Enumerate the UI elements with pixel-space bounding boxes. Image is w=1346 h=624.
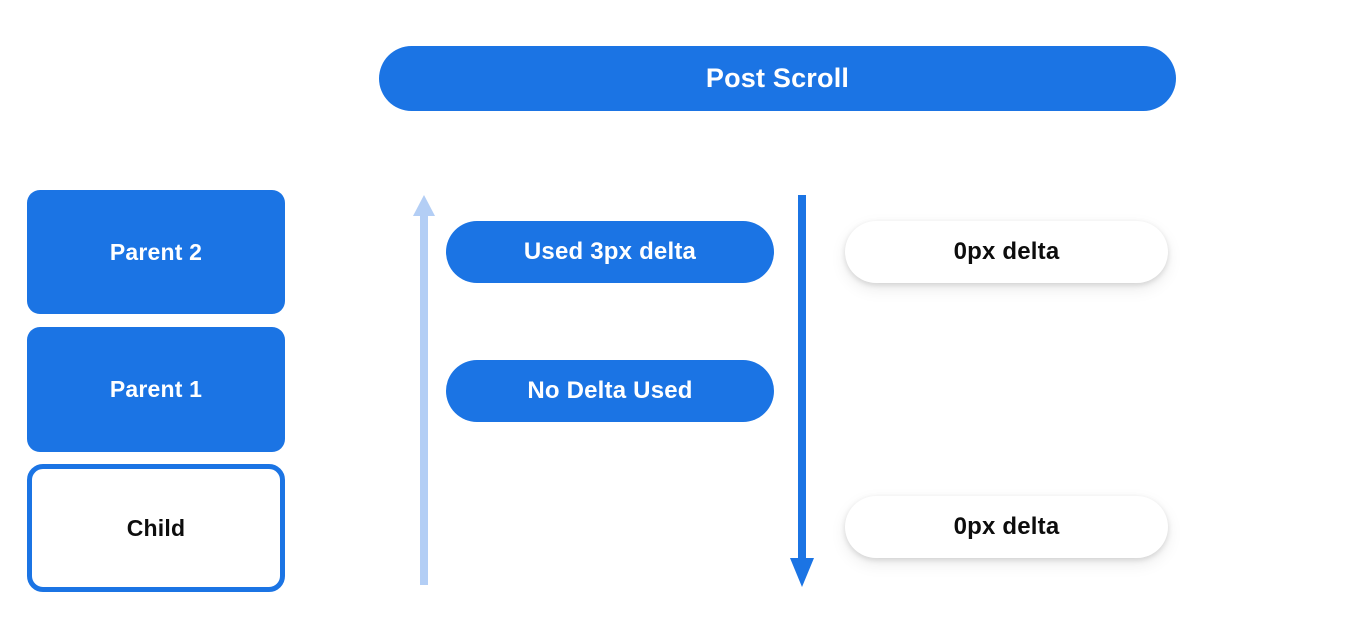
delta-pill-zero-top-label: 0px delta: [953, 238, 1060, 265]
delta-pill-no-delta-used: No Delta Used: [446, 360, 774, 422]
delta-pill-zero-bottom: 0px delta: [845, 496, 1168, 558]
node-child[interactable]: Child: [27, 464, 285, 592]
delta-pill-zero-top: 0px delta: [845, 221, 1168, 283]
node-child-label: Child: [126, 514, 186, 541]
post-scroll-header: Post Scroll: [379, 46, 1176, 111]
scroll-up-arrow-icon: [413, 195, 435, 585]
delta-pill-zero-bottom-label: 0px delta: [953, 513, 1060, 540]
delta-pill-no-delta-used-label: No Delta Used: [527, 377, 693, 404]
node-parent-2[interactable]: Parent 2: [27, 190, 285, 314]
delta-pill-used-3px: Used 3px delta: [446, 221, 774, 283]
header-title: Post Scroll: [705, 63, 850, 93]
node-parent-1[interactable]: Parent 1: [27, 327, 285, 452]
node-parent-1-label: Parent 1: [109, 376, 203, 402]
delta-pill-used-3px-label: Used 3px delta: [523, 238, 697, 265]
node-parent-2-label: Parent 2: [109, 238, 203, 265]
scroll-down-arrow-icon: [790, 195, 814, 587]
